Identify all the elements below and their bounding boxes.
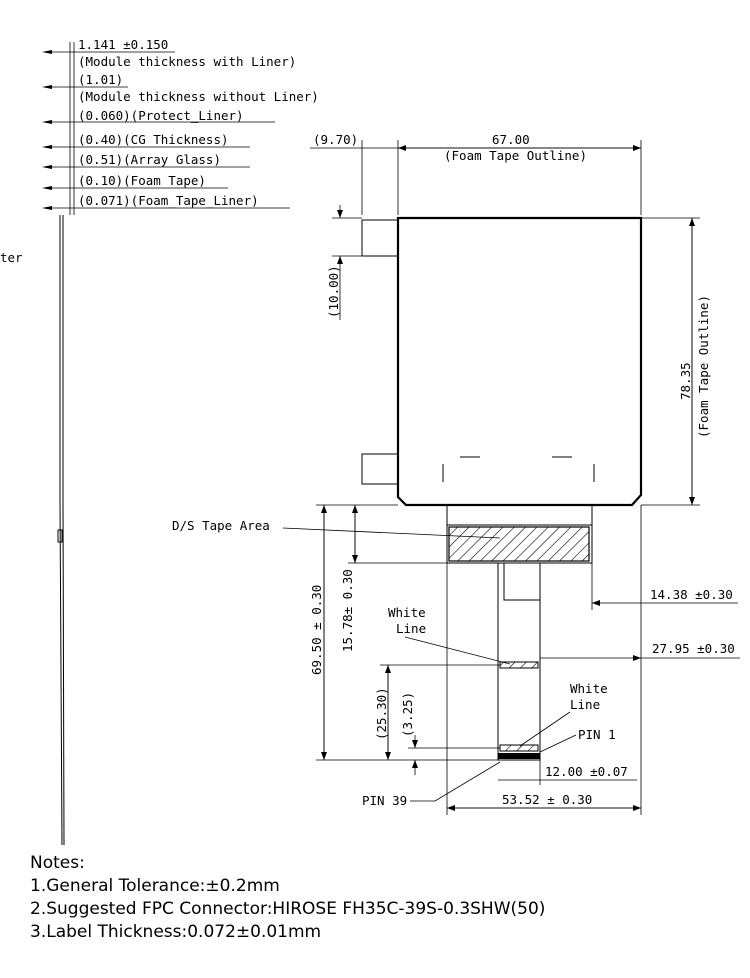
- dim-78-35: 78.35: [678, 362, 693, 400]
- dim-78-35-note: (Foam Tape Outline): [696, 295, 711, 438]
- connector-pins: [498, 753, 540, 759]
- fpc-tail: [497, 563, 541, 761]
- dim-cg-thickness: (0.40)(CG Thickness): [78, 132, 229, 147]
- dim-14-38: 14.38 ±0.30: [650, 587, 733, 602]
- note-3: 3.Label Thickness:0.072±0.01mm: [30, 922, 321, 942]
- dim-foam-tape: (0.10)(Foam Tape): [78, 173, 206, 188]
- dim-67-00: 67.00: [492, 132, 530, 147]
- white-line-lower-label-1: White: [570, 681, 608, 696]
- dim-module-no-liner-note: (Module thickness without Liner): [78, 89, 319, 104]
- ds-tape-area: [448, 526, 590, 562]
- bottom-tab: [361, 453, 398, 485]
- fpc-base: [446, 505, 593, 564]
- thickness-arrowheads: [42, 50, 52, 210]
- front-view: (9.70) 67.00 (Foam Tape Outline) 78.35 (…: [172, 132, 740, 815]
- pin-39-label: PIN 39: [362, 793, 407, 808]
- dim-foam-tape-liner: (0.071)(Foam_Tape_Liner): [78, 193, 259, 208]
- dim-25-30: (25.30): [374, 687, 389, 740]
- dim-module-thickness: 1.141 ±0.150: [78, 37, 168, 52]
- dim-module-no-liner: (1.01): [78, 72, 123, 87]
- pin-1-label: PIN 1: [578, 727, 616, 742]
- dim-69-50: 69.50 ± 0.30: [309, 585, 324, 675]
- top-tab: [361, 219, 398, 257]
- dim-3-25: (3.25): [400, 692, 415, 737]
- notes-title: Notes:: [30, 853, 85, 873]
- dim-53-52: 53.52 ± 0.30: [502, 792, 592, 807]
- dim-9-70: (9.70): [313, 132, 358, 147]
- white-line-upper-label-2: Line: [396, 621, 426, 636]
- notes-block: Notes: 1.General Tolerance:±0.2mm 2.Sugg…: [30, 853, 545, 942]
- module-outline: [396, 216, 643, 507]
- white-line-lower: [499, 744, 539, 752]
- dim-67-00-note: (Foam Tape Outline): [444, 148, 587, 163]
- dim-27-95: 27.95 ±0.30: [652, 641, 735, 656]
- note-1: 1.General Tolerance:±0.2mm: [30, 876, 280, 896]
- cut-fragment-text: ter: [0, 250, 23, 265]
- note-2: 2.Suggested FPC Connector:HIROSE FH35C-3…: [30, 899, 545, 919]
- dim-protect-liner: (0.060)(Protect_Liner): [78, 108, 244, 123]
- white-line-lower-label-2: Line: [570, 697, 600, 712]
- thickness-dim-lines: [52, 42, 290, 215]
- side-view: ter 1.141 ±0.150 (Module thickness with …: [0, 37, 319, 846]
- dim-12-00: 12.00 ±0.07: [545, 764, 628, 779]
- white-line-upper-label-1: White: [388, 605, 426, 620]
- dim-10-00: (10.00): [326, 265, 341, 318]
- dim-15-78: 15.78± 0.30: [340, 569, 355, 652]
- dim-array-glass: (0.51)(Array Glass): [78, 152, 221, 167]
- dim-module-thickness-note: (Module thickness with Liner): [78, 54, 296, 69]
- ds-tape-label: D/S Tape Area: [172, 518, 270, 533]
